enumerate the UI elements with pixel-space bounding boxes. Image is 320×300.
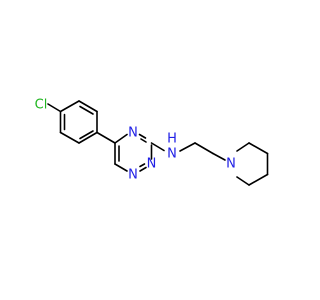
- bond: [179, 142, 196, 152]
- bond: [248, 173, 269, 186]
- bond-lines: [47, 100, 269, 186]
- bond: [96, 131, 116, 144]
- amine-hydrogen-label: H: [167, 132, 177, 147]
- piperidine-nitrogen-label: N: [226, 157, 236, 172]
- bond: [140, 138, 147, 143]
- bond: [194, 142, 214, 155]
- bond: [79, 130, 94, 140]
- bond: [212, 152, 226, 161]
- bond: [79, 105, 94, 115]
- bond: [138, 133, 147, 139]
- amine-nitrogen-label: N: [167, 147, 177, 162]
- bond: [139, 166, 147, 172]
- triazine-nitrogen-2-label: N: [147, 157, 157, 172]
- bond: [236, 176, 250, 186]
- bond: [248, 142, 269, 155]
- atom-labels: Cl N H N N N N: [35, 98, 236, 183]
- chlorine-atom-label: Cl: [35, 98, 48, 113]
- bond: [59, 131, 80, 144]
- bond: [139, 163, 146, 168]
- bond: [150, 142, 165, 152]
- bond: [78, 100, 98, 113]
- bond: [114, 163, 128, 172]
- bond: [47, 103, 62, 113]
- bond: [114, 133, 128, 144]
- bond: [59, 100, 80, 113]
- triazine-nitrogen-1-label: N: [128, 168, 138, 183]
- molecule-structure: Cl N H N N N N: [35, 98, 269, 186]
- triazine-nitrogen-4-label: N: [128, 126, 138, 141]
- bond: [236, 142, 250, 152]
- bond: [78, 131, 98, 144]
